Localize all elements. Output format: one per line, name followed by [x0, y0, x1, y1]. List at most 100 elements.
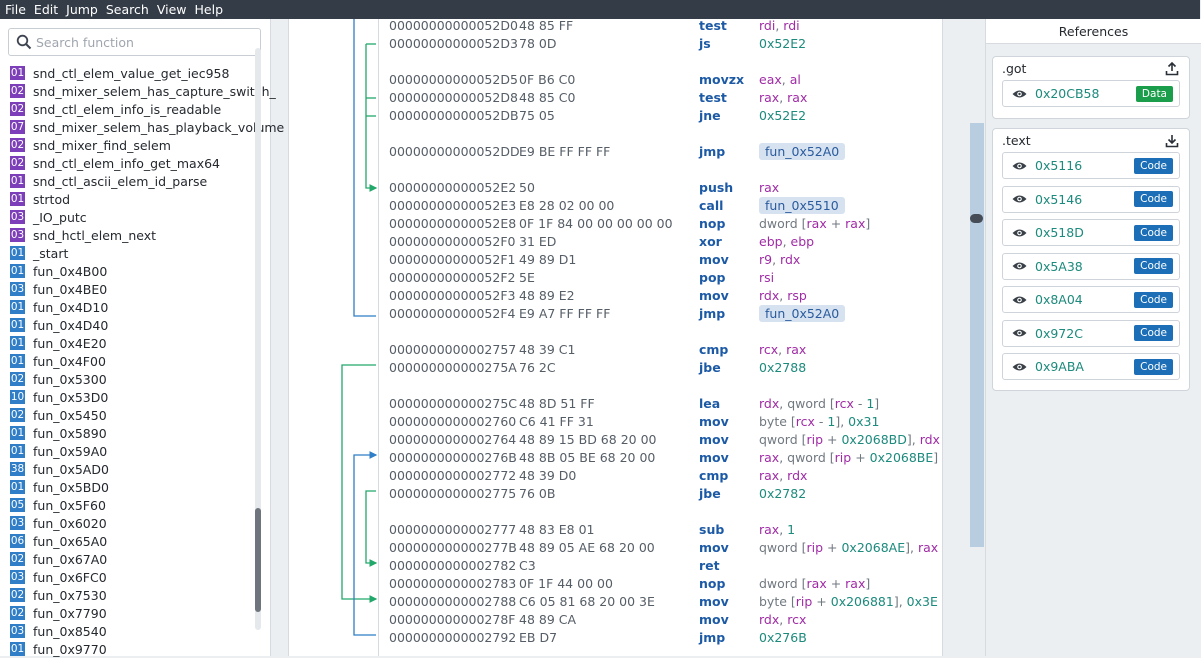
menu-edit[interactable]: Edit: [33, 2, 59, 17]
upload-icon[interactable]: [1165, 61, 1179, 76]
eye-icon[interactable]: [1012, 362, 1027, 372]
jump-target-link[interactable]: 0x2788: [759, 360, 807, 375]
eye-icon[interactable]: [1012, 328, 1027, 338]
search-box[interactable]: [8, 28, 261, 56]
jump-target-link[interactable]: 0x52E2: [759, 108, 807, 123]
function-list-scroll-thumb[interactable]: [255, 508, 261, 612]
function-link[interactable]: fun_0x5510: [759, 197, 845, 214]
function-list-scrollbar[interactable]: [255, 48, 261, 630]
menu-jump[interactable]: Jump: [66, 2, 98, 17]
eye-icon[interactable]: [1012, 161, 1027, 171]
function-link[interactable]: fun_0x52A0: [759, 305, 846, 322]
jump-target-link[interactable]: 0x52E2: [759, 36, 807, 51]
eye-icon[interactable]: [1012, 89, 1027, 99]
jump-target-link[interactable]: 0x276B: [759, 630, 807, 645]
menu-help[interactable]: Help: [194, 2, 224, 17]
eye-icon[interactable]: [1012, 261, 1027, 271]
jump-target-link[interactable]: 0x2782: [759, 486, 807, 501]
menu-file[interactable]: File: [5, 2, 26, 17]
menu-search[interactable]: Search: [105, 2, 149, 17]
function-item[interactable]: 03_IO_putc: [10, 208, 254, 226]
disassembly-scroll-region[interactable]: [970, 123, 984, 547]
menu-view[interactable]: View: [156, 2, 187, 17]
eye-icon[interactable]: [1012, 295, 1027, 305]
eye-icon[interactable]: [1012, 228, 1027, 238]
eye-icon[interactable]: [1012, 194, 1027, 204]
search-input[interactable]: [36, 34, 236, 50]
function-link[interactable]: fun_0x52A0: [759, 143, 846, 160]
function-item[interactable]: 01_start: [10, 244, 254, 262]
download-icon[interactable]: [1165, 134, 1179, 148]
disassembly-scroll-thumb[interactable]: [970, 214, 983, 223]
